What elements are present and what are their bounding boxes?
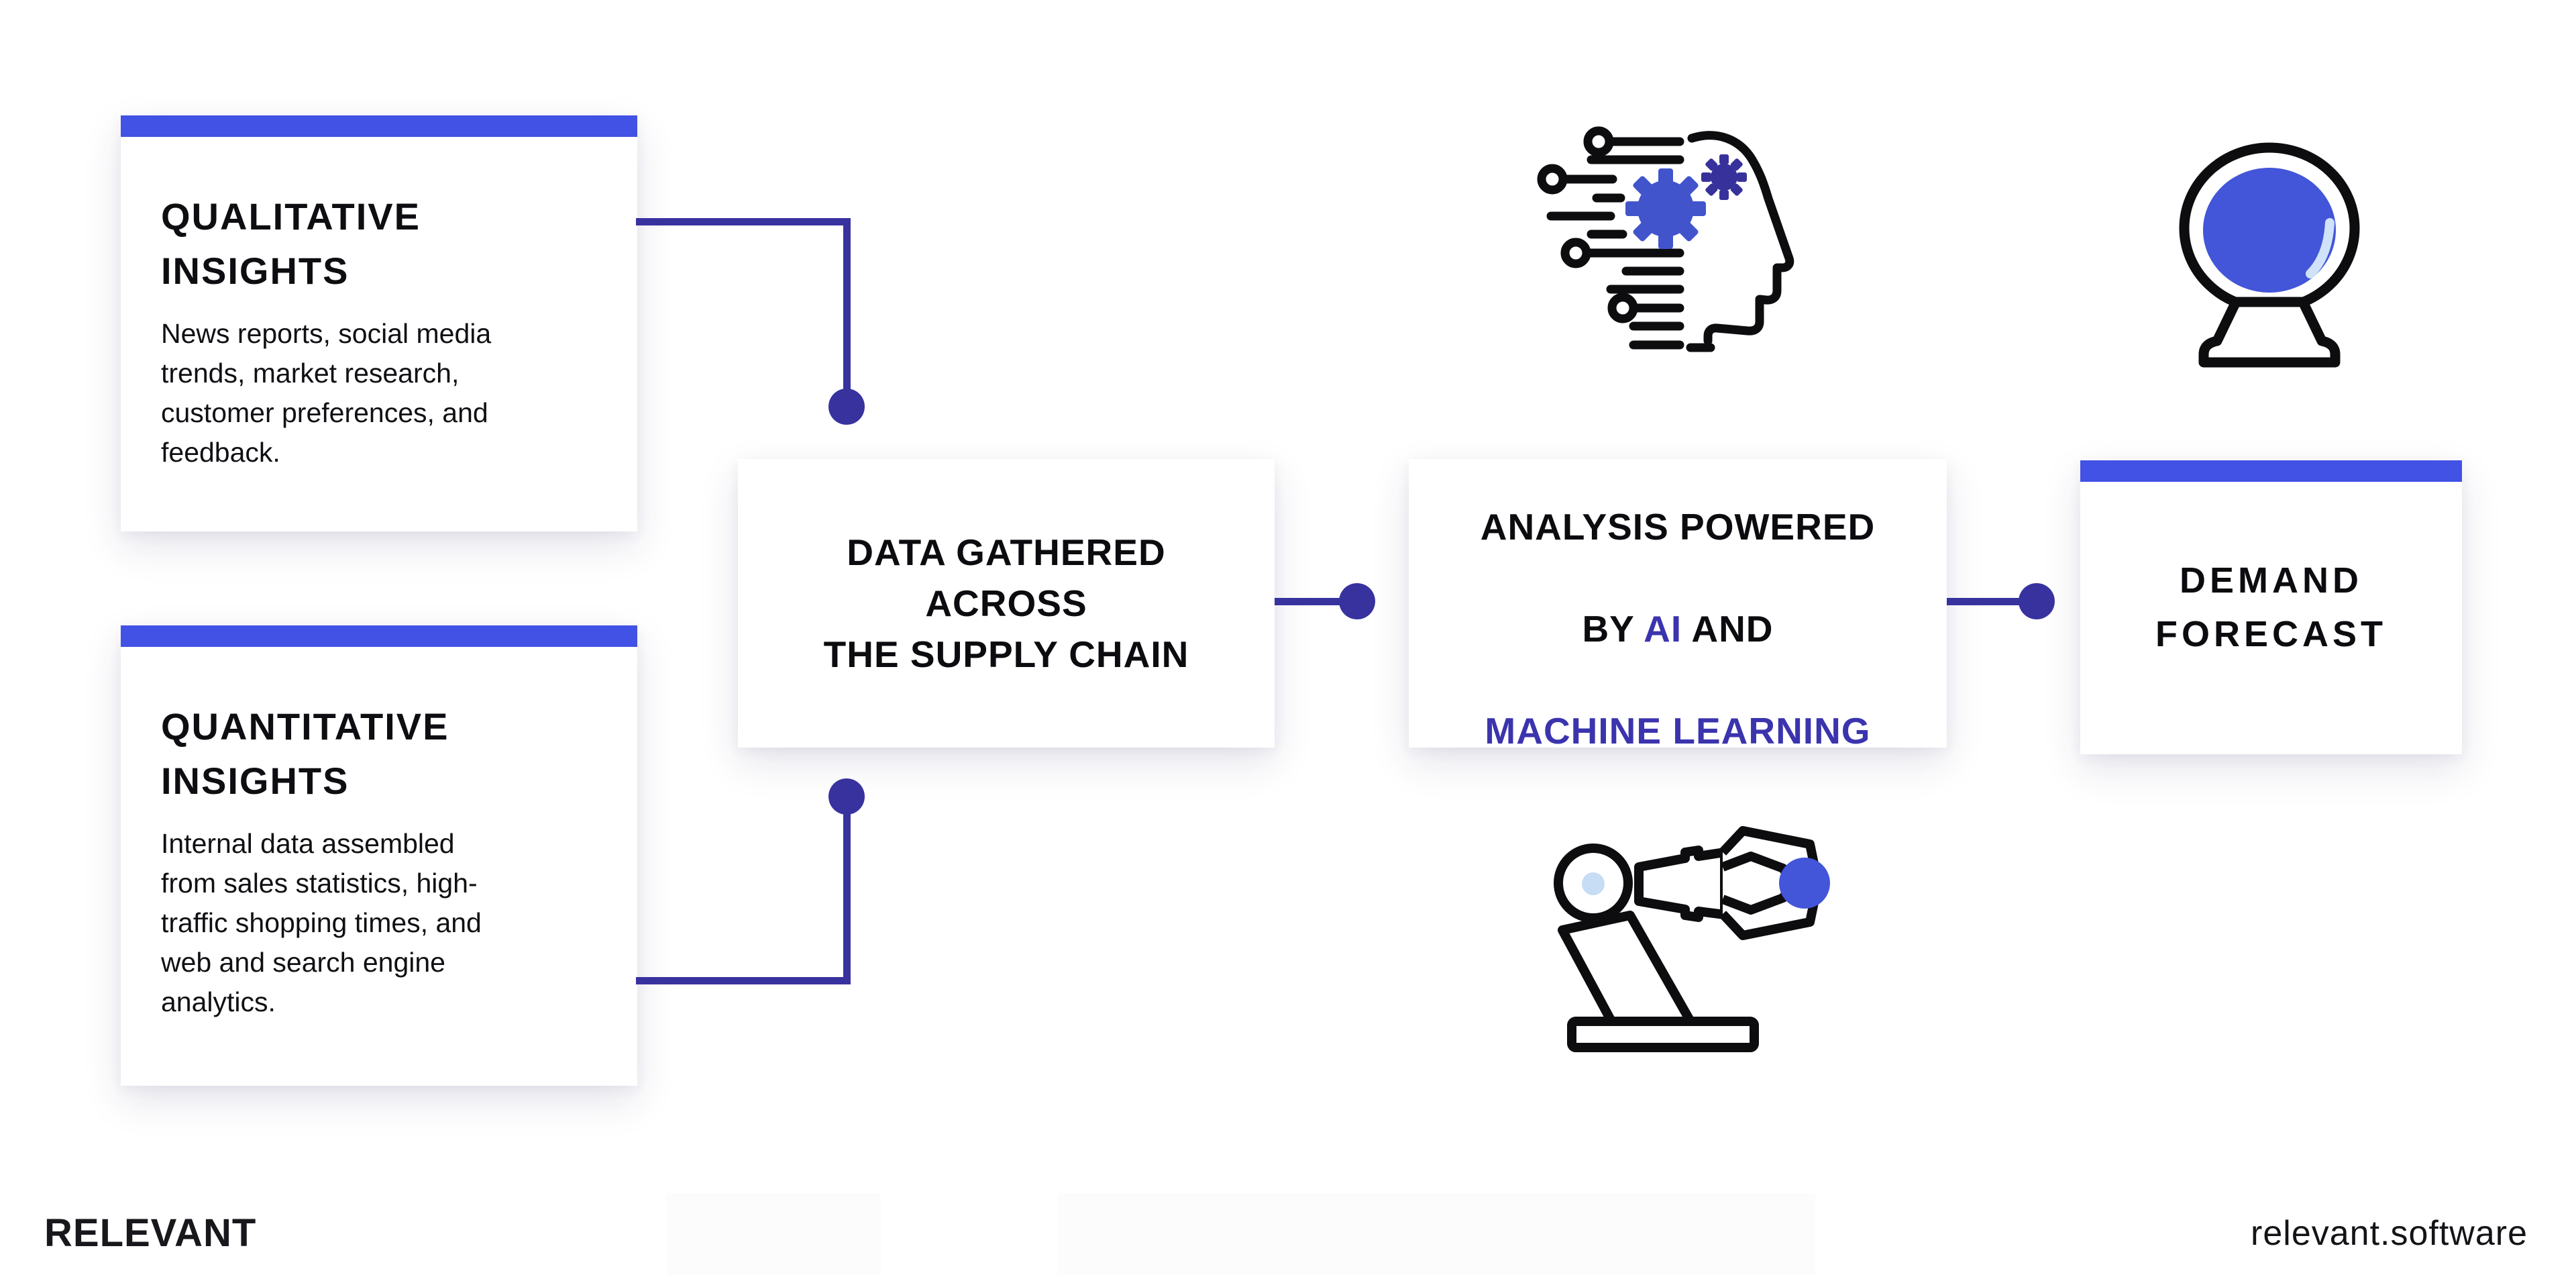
card-accent-bar bbox=[121, 115, 637, 137]
large-gear-icon bbox=[1625, 168, 1706, 249]
analysis-title-line1: ANALYSIS POWERED bbox=[1480, 506, 1876, 548]
circuit-node-icon bbox=[1537, 164, 1568, 195]
connector-qualitative-vertical bbox=[843, 218, 851, 407]
background-band bbox=[1057, 1193, 1815, 1275]
website-url: relevant.software bbox=[2251, 1214, 2528, 1253]
relevant-logo: RELEVANT bbox=[44, 1211, 257, 1255]
head-profile-outline bbox=[1687, 131, 1794, 346]
small-gear-icon bbox=[1701, 154, 1747, 200]
circuit-node-icon bbox=[1560, 238, 1591, 268]
analysis-title-line2-suffix: AND bbox=[1682, 608, 1774, 650]
connector-quantitative-horizontal bbox=[636, 977, 849, 984]
qualitative-card-title: QUALITATIVE INSIGHTS bbox=[161, 195, 421, 292]
connector-data-to-analysis bbox=[1275, 598, 1345, 605]
background-band bbox=[666, 1193, 881, 1275]
robot-arm-link bbox=[1634, 846, 1729, 922]
analysis-title-line3: MACHINE LEARNING bbox=[1485, 710, 1871, 752]
demand-forecast-card: DEMAND FORECAST bbox=[2080, 460, 2462, 754]
connector-dot bbox=[828, 778, 865, 815]
circuit-node-icon bbox=[1583, 126, 1614, 157]
glass-highlight bbox=[2306, 218, 2334, 278]
qualitative-insights-card: QUALITATIVE INSIGHTS News reports, socia… bbox=[121, 115, 637, 531]
demand-forecast-title: DEMAND FORECAST bbox=[2155, 560, 2387, 654]
connector-qualitative-horizontal bbox=[636, 218, 849, 225]
ai-head-icon bbox=[1537, 126, 1794, 352]
circuit-node-icon bbox=[1607, 293, 1638, 323]
robot-arm-icon bbox=[1554, 826, 1830, 1052]
robot-leg bbox=[1558, 911, 1698, 1031]
crystal-ball-base bbox=[2198, 297, 2341, 368]
gripped-ball bbox=[1779, 858, 1830, 909]
analysis-title-line2-prefix: BY bbox=[1582, 608, 1644, 650]
crystal-ball-icon bbox=[2179, 142, 2360, 368]
connector-quantitative-vertical bbox=[843, 795, 851, 984]
card-accent-bar bbox=[121, 625, 637, 647]
connector-dot bbox=[828, 389, 865, 425]
quantitative-card-text: Internal data assembled from sales stati… bbox=[161, 828, 482, 1017]
crystal-ball-glass bbox=[2203, 168, 2336, 293]
quantitative-card-title: QUANTITATIVE INSIGHTS bbox=[161, 705, 449, 802]
connector-analysis-to-demand bbox=[1947, 598, 2022, 605]
analysis-title-ai: AI bbox=[1644, 608, 1682, 650]
robot-joint-dot bbox=[1582, 872, 1605, 895]
data-gathered-card: DATA GATHERED ACROSS THE SUPPLY CHAIN bbox=[738, 459, 1275, 748]
robot-base bbox=[1567, 1017, 1759, 1052]
connector-dot bbox=[1339, 583, 1375, 619]
card-accent-bar bbox=[2080, 460, 2462, 482]
qualitative-card-text: News reports, social media trends, marke… bbox=[161, 318, 492, 468]
data-gathered-title: DATA GATHERED ACROSS THE SUPPLY CHAIN bbox=[823, 531, 1189, 675]
connector-dot bbox=[2019, 583, 2055, 619]
analysis-card: ANALYSIS POWERED BY AI AND MACHINE LEARN… bbox=[1409, 459, 1947, 752]
analysis-title: ANALYSIS POWERED BY AI AND MACHINE LEARN… bbox=[1481, 450, 1876, 756]
quantitative-insights-card: QUANTITATIVE INSIGHTS Internal data asse… bbox=[121, 625, 637, 1086]
